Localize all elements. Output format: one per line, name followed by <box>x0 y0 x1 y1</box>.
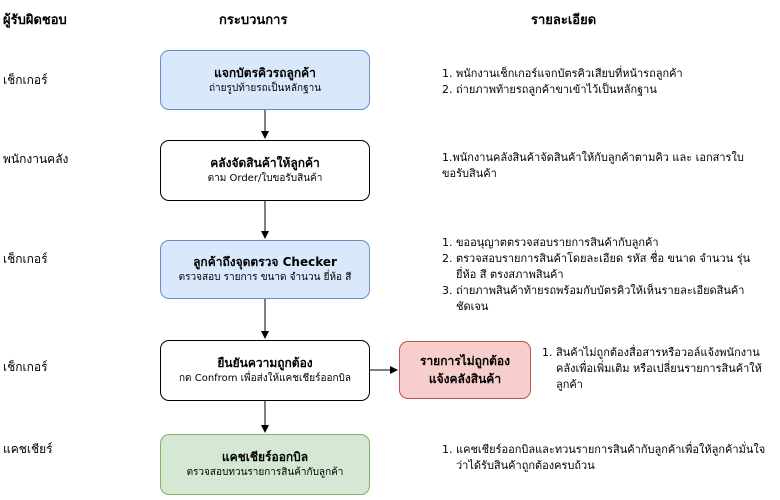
step-box-2: คลังจัดสินค้าให้ลูกค้า ตาม Order/ใบขอรับ… <box>160 140 370 201</box>
detail-group-4: 1.สินค้าไม่ถูกต้องสื่อสารหรือวอล์แจ้งพนั… <box>542 345 774 393</box>
step-subtitle-2: ตาม Order/ใบขอรับสินค้า <box>207 173 323 184</box>
detail-number: 2. <box>442 252 453 265</box>
detail-text: ถ่ายภาพท้ายรถลูกค้าขาเข้าไว้เป็นหลักฐาน <box>456 83 657 96</box>
step-title-3: ลูกค้าถึงจุดตรวจ Checker <box>193 255 337 269</box>
responsible-label-1: เช็กเกอร์ <box>3 73 48 87</box>
detail-item: 1.สินค้าไม่ถูกต้องสื่อสารหรือวอล์แจ้งพนั… <box>542 345 774 393</box>
detail-item: 2.ถ่ายภาพท้ายรถลูกค้าขาเข้าไว้เป็นหลักฐา… <box>442 82 770 98</box>
detail-group-5: 1.แคชเชียร์ออกบิลและทวนรายการสินค้ากับลู… <box>442 442 774 474</box>
detail-text: 1.พนักงานคลังสินค้าจัดสินค้าให้กับลูกค้า… <box>442 151 744 180</box>
detail-number: 3. <box>442 284 453 297</box>
detail-text: พนักงานเช็กเกอร์แจกบัตรคิวเสียบที่หน้ารถ… <box>456 67 683 80</box>
responsible-label-5: แคชเชียร์ <box>3 442 53 456</box>
step-title-4: ยืนยันความถูกต้อง <box>217 356 313 370</box>
step-box-5: แคชเชียร์ออกบิล ตรวจสอบทวนรายการสินค้ากั… <box>160 434 370 495</box>
detail-text: ขออนุญาตตรวจสอบรายการสินค้ากับลูกค้า <box>456 236 659 249</box>
detail-group-3: 1.ขออนุญาตตรวจสอบรายการสินค้ากับลูกค้า 2… <box>442 235 772 315</box>
detail-item: 3.ถ่ายภาพสินค้าท้ายรถพร้อมกับบัตรคิวให้เ… <box>442 283 772 315</box>
detail-item: 1.แคชเชียร์ออกบิลและทวนรายการสินค้ากับลู… <box>442 442 774 474</box>
detail-text: ถ่ายภาพสินค้าท้ายรถพร้อมกับบัตรคิวให้เห็… <box>456 284 745 313</box>
step-title-2: คลังจัดสินค้าให้ลูกค้า <box>210 156 320 170</box>
step-subtitle-4: กด Confrom เพื่อส่งให้แคชเชียร์ออกบิล <box>179 373 351 384</box>
header-process: กระบวนการ <box>219 13 288 28</box>
responsible-label-2: พนักงานคลัง <box>3 152 69 166</box>
responsible-label-3: เช็กเกอร์ <box>3 252 48 266</box>
detail-item: 1.ขออนุญาตตรวจสอบรายการสินค้ากับลูกค้า <box>442 235 772 251</box>
step-title-1: แจกบัตรคิวรถลูกค้า <box>214 65 316 80</box>
detail-item: 2.ตรวจสอบรายการสินค้าโดยละเอียด รหัส ชื่… <box>442 251 772 283</box>
step-box-1: แจกบัตรคิวรถลูกค้า ถ่ายรูปท้ายรถเป็นหลัก… <box>160 50 370 110</box>
responsible-label-4: เช็กเกอร์ <box>3 360 48 374</box>
detail-text: แคชเชียร์ออกบิลและทวนรายการสินค้ากับลูกค… <box>456 443 766 472</box>
side-step-title: รายการไม่ถูกต้อง แจ้งคลังสินค้า <box>420 354 510 386</box>
side-step-box: รายการไม่ถูกต้อง แจ้งคลังสินค้า <box>399 341 531 399</box>
step-subtitle-5: ตรวจสอบทวนรายการสินค้ากับลูกค้า <box>186 467 344 478</box>
detail-number: 1. <box>442 67 453 80</box>
detail-number: 1. <box>442 443 453 456</box>
detail-text: สินค้าไม่ถูกต้องสื่อสารหรือวอล์แจ้งพนักง… <box>556 346 762 391</box>
detail-text: ตรวจสอบรายการสินค้าโดยละเอียด รหัส ชื่อ … <box>456 252 751 281</box>
step-subtitle-1: ถ่ายรูปท้ายรถเป็นหลักฐาน <box>208 82 322 94</box>
detail-number: 1. <box>442 236 453 249</box>
header-responsible: ผู้รับผิดชอบ <box>3 13 67 28</box>
detail-group-1: 1.พนักงานเช็กเกอร์แจกบัตรคิวเสียบที่หน้า… <box>442 66 770 98</box>
detail-item: 1.พนักงานเช็กเกอร์แจกบัตรคิวเสียบที่หน้า… <box>442 66 770 82</box>
header-details: รายละเอียด <box>531 13 597 28</box>
detail-number: 1. <box>542 346 553 359</box>
detail-group-2: 1.พนักงานคลังสินค้าจัดสินค้าให้กับลูกค้า… <box>442 150 752 182</box>
detail-number: 2. <box>442 83 453 96</box>
step-title-5: แคชเชียร์ออกบิล <box>221 450 309 464</box>
step-box-4: ยืนยันความถูกต้อง กด Confrom เพื่อส่งให้… <box>160 340 370 401</box>
step-subtitle-3: ตรวจสอบ รายการ ขนาด จำนวน ยี่ห้อ สี <box>178 272 352 283</box>
detail-item: 1.พนักงานคลังสินค้าจัดสินค้าให้กับลูกค้า… <box>442 150 752 182</box>
step-box-3: ลูกค้าถึงจุดตรวจ Checker ตรวจสอบ รายการ … <box>160 240 370 299</box>
